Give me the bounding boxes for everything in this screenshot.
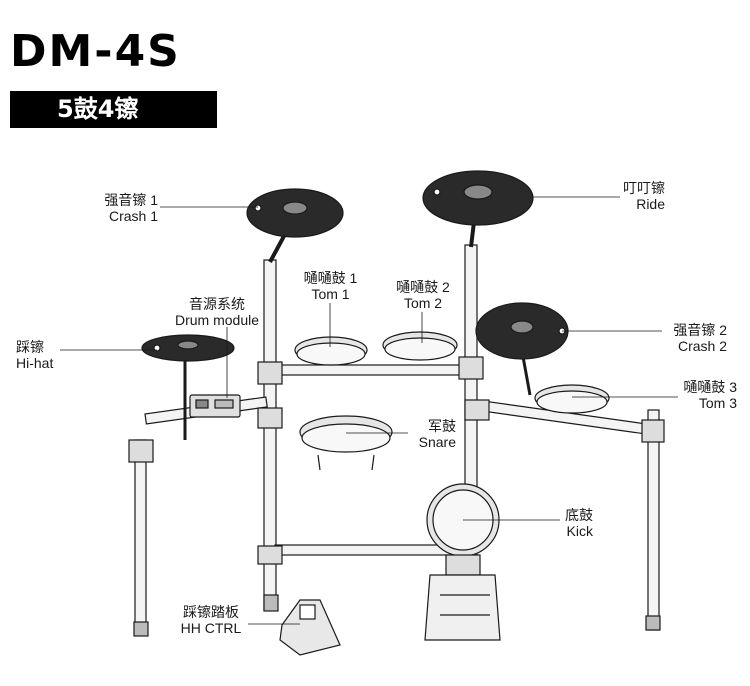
tom2-pad <box>382 331 458 361</box>
page-title: DM-4S <box>10 26 181 77</box>
tom1-label-zh: 嗵嗵鼓 1 <box>303 270 358 286</box>
ride-label-en: Ride <box>636 196 665 212</box>
snare-label-zh: 军鼓 <box>428 418 456 434</box>
tom2-label: 嗵嗵鼓 2 Tom 2 <box>384 279 462 311</box>
kick-label-en: Kick <box>566 523 593 539</box>
tom2-label-en: Tom 2 <box>403 295 443 311</box>
crash1-cymbal <box>246 188 344 238</box>
crash2-label-en: Crash 2 <box>677 338 727 354</box>
tom1-pad <box>294 336 368 366</box>
ride-cymbal <box>422 170 534 226</box>
tom3-label: 嗵嗵鼓 3 Tom 3 <box>657 379 737 411</box>
leader-lines <box>60 196 678 625</box>
hh-ctrl-label-zh: 踩镲踏板 <box>183 604 239 620</box>
hihat-label-zh: 踩镲 <box>16 339 44 355</box>
hh-ctrl-pedal <box>279 599 341 656</box>
snare-pad <box>299 415 393 471</box>
tom2-label-zh: 嗵嗵鼓 2 <box>396 279 450 295</box>
drum-module-label-en: Drum module <box>174 312 260 328</box>
crash1-label-en: Crash 1 <box>108 208 158 224</box>
tom3-label-zh: 嗵嗵鼓 3 <box>683 379 737 395</box>
tom3-label-en: Tom 3 <box>698 395 737 411</box>
crash2-cymbal <box>475 302 569 360</box>
crash1-label-zh: 强音镲 1 <box>104 192 158 208</box>
hihat-label: 踩镲 Hi-hat <box>16 339 76 371</box>
hihat-label-en: Hi-hat <box>16 355 54 371</box>
crash1-label: 强音镲 1 Crash 1 <box>80 192 158 224</box>
tom1-label: 嗵嗵鼓 1 Tom 1 <box>293 270 368 302</box>
crash2-label-zh: 强音镲 2 <box>673 322 727 338</box>
tom3-pad <box>534 384 610 414</box>
ride-label: 叮叮镲 Ride <box>590 180 665 212</box>
tom1-label-en: Tom 1 <box>311 286 350 302</box>
ride-label-zh: 叮叮镲 <box>623 180 665 196</box>
page-subtitle: 5鼓4镲 <box>57 95 139 123</box>
subtitle-bar <box>10 91 217 128</box>
drum-module <box>189 394 241 418</box>
hh-ctrl-label-en: HH CTRL <box>180 620 242 636</box>
crash2-label: 强音镲 2 Crash 2 <box>645 322 727 354</box>
drum-module-label-zh: 音源系统 <box>189 296 245 312</box>
kick-pedal <box>424 574 501 641</box>
kick-pad <box>426 483 500 576</box>
snare-label: 军鼓 Snare <box>400 418 456 450</box>
kick-label: 底鼓 Kick <box>545 507 593 539</box>
snare-label-en: Snare <box>418 434 456 450</box>
hihat-cymbal <box>141 334 235 362</box>
drum-module-label: 音源系统 Drum module <box>163 296 271 328</box>
hh-ctrl-label: 踩镲踏板 HH CTRL <box>172 604 250 636</box>
kick-label-zh: 底鼓 <box>565 507 593 523</box>
rack-frame <box>128 204 665 637</box>
